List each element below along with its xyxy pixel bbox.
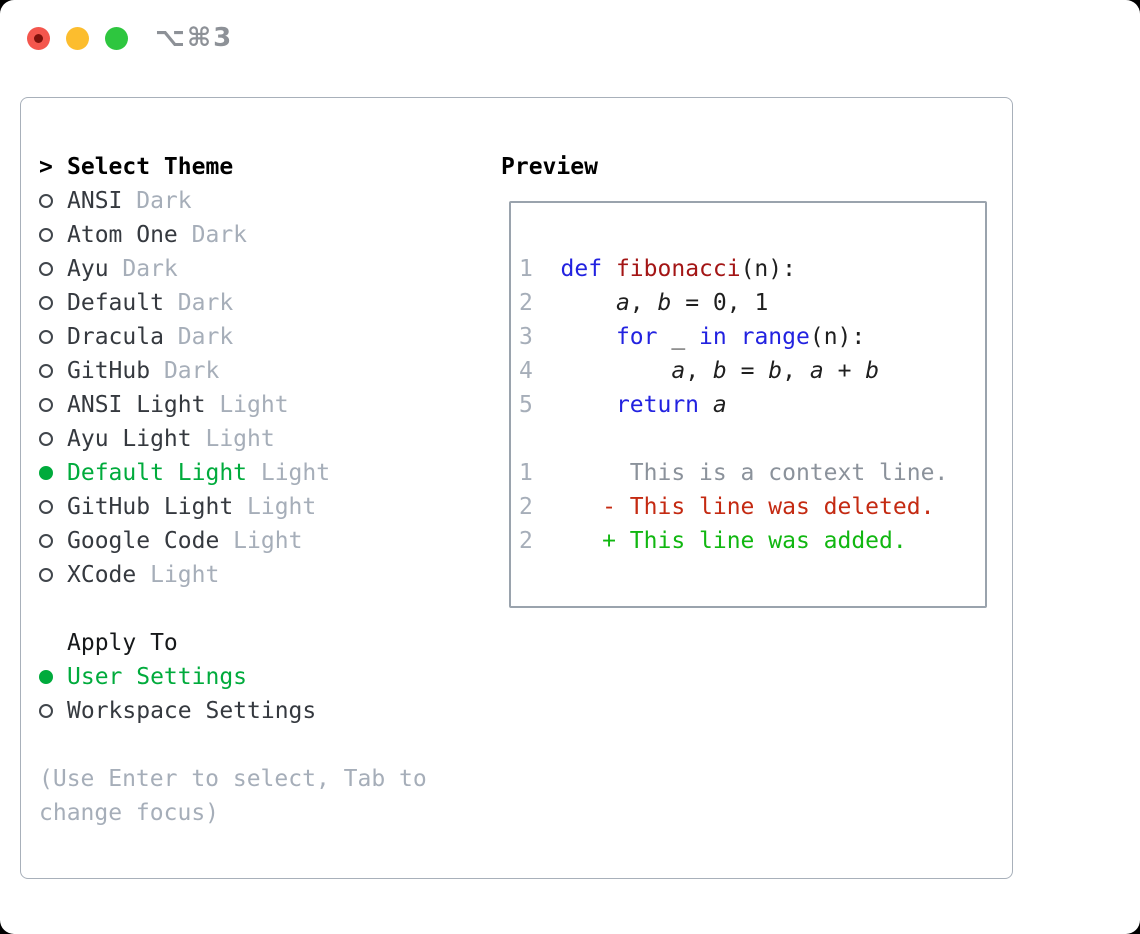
apply-to-header: Apply To: [39, 626, 499, 660]
theme-name-label: ANSI Light: [67, 392, 206, 418]
code-line: 1 def fibonacci(n):: [519, 256, 796, 282]
theme-variant-label: Dark: [108, 256, 178, 282]
theme-name-label: XCode: [67, 562, 137, 588]
select-theme-header: > Select Theme: [39, 150, 499, 184]
line-number: 2: [519, 494, 561, 520]
theme-name-label: Ayu Light: [67, 426, 192, 452]
radio-unselected-icon: [39, 194, 67, 208]
select-theme-title: Select Theme: [67, 154, 234, 180]
code-line: 4 a, b = b, a + b: [519, 358, 880, 384]
radio-unselected-icon: [39, 568, 67, 582]
spacer: [39, 592, 499, 626]
line-number: 5: [519, 392, 561, 418]
theme-name-label: Atom One: [67, 222, 178, 248]
line-number: 2: [519, 290, 561, 316]
radio-unselected-icon: [39, 296, 67, 310]
theme-variant-label: Light: [247, 460, 331, 486]
apply-option-label: User Settings: [67, 664, 248, 690]
code-line: 3 for _ in range(n):: [519, 324, 866, 350]
code-line: 2 a, b = 0, 1: [519, 290, 769, 316]
theme-name-label: Default Light: [67, 460, 248, 486]
line-number: 2: [519, 528, 561, 554]
theme-variant-label: Dark: [122, 188, 192, 214]
diff-deleted-line: 2 - This line was deleted.: [519, 494, 935, 520]
window-shortcut-title: ⌥⌘3: [155, 23, 234, 53]
apply-option-workspace-settings[interactable]: Workspace Settings: [39, 694, 499, 728]
preview-title: Preview: [501, 154, 598, 180]
theme-name-label: Ayu: [67, 256, 109, 282]
diff-added-line: 2 + This line was added.: [519, 528, 907, 554]
theme-option-atom-one[interactable]: Atom One Dark: [39, 218, 499, 252]
line-number: 3: [519, 324, 561, 350]
theme-option-github-light[interactable]: GitHub Light Light: [39, 490, 499, 524]
apply-option-label: Workspace Settings: [67, 698, 317, 724]
titlebar: ⌥⌘3: [27, 23, 231, 53]
preview-pane: 1 def fibonacci(n): 2 a, b = 0, 1 3 for _ …: [509, 201, 987, 608]
radio-unselected-icon: [39, 432, 67, 446]
theme-variant-label: Dark: [163, 290, 234, 316]
blank-line: [519, 422, 985, 456]
diff-context-line: 1 This is a context line.: [519, 460, 949, 486]
hint-text-line-2: change focus): [39, 800, 220, 826]
theme-variant-label: Dark: [150, 358, 220, 384]
radio-unselected-icon: [39, 262, 67, 276]
theme-option-ayu-light[interactable]: Ayu Light Light: [39, 422, 499, 456]
theme-variant-label: Light: [136, 562, 220, 588]
spacer: [39, 728, 499, 762]
theme-name-label: Default: [67, 290, 164, 316]
theme-variant-label: Dark: [163, 324, 234, 350]
line-number: 4: [519, 358, 561, 384]
theme-name-label: GitHub: [67, 358, 151, 384]
radio-unselected-icon: [39, 500, 67, 514]
maximize-button[interactable]: [105, 27, 128, 50]
theme-option-ansi-light[interactable]: ANSI Light Light: [39, 388, 499, 422]
radio-unselected-icon: [39, 398, 67, 412]
radio-unselected-icon: [39, 330, 67, 344]
cursor-prompt-icon: >: [39, 154, 53, 180]
radio-unselected-icon: [39, 534, 67, 548]
theme-option-google-code[interactable]: Google Code Light: [39, 524, 499, 558]
line-number: 1: [519, 256, 561, 282]
theme-name-label: ANSI: [67, 188, 123, 214]
theme-option-xcode[interactable]: XCode Light: [39, 558, 499, 592]
close-dot-icon: [34, 34, 43, 43]
radio-selected-icon: [39, 670, 67, 684]
line-number: 1: [519, 460, 561, 486]
theme-option-default[interactable]: Default Dark: [39, 286, 499, 320]
radio-unselected-icon: [39, 364, 67, 378]
theme-variant-label: Light: [205, 392, 289, 418]
code-line: 5 return a: [519, 392, 727, 418]
theme-variant-label: Light: [191, 426, 275, 452]
theme-variant-label: Light: [219, 528, 303, 554]
theme-name-label: Google Code: [67, 528, 220, 554]
theme-name-label: Dracula: [67, 324, 164, 350]
apply-option-user-settings[interactable]: User Settings: [39, 660, 499, 694]
theme-variant-label: Light: [233, 494, 317, 520]
theme-option-default-light[interactable]: Default Light Light: [39, 456, 499, 490]
hint-text-line-1: (Use Enter to select, Tab to: [39, 766, 427, 792]
close-button[interactable]: [27, 27, 50, 50]
radio-unselected-icon: [39, 228, 67, 242]
theme-name-label: GitHub Light: [67, 494, 234, 520]
theme-variant-label: Dark: [177, 222, 248, 248]
minimize-button[interactable]: [66, 27, 89, 50]
theme-option-ayu[interactable]: Ayu Dark: [39, 252, 499, 286]
radio-unselected-icon: [39, 704, 67, 718]
theme-option-ansi[interactable]: ANSI Dark: [39, 184, 499, 218]
radio-selected-icon: [39, 466, 67, 480]
theme-option-dracula[interactable]: Dracula Dark: [39, 320, 499, 354]
theme-option-github[interactable]: GitHub Dark: [39, 354, 499, 388]
apply-to-title: Apply To: [67, 630, 178, 656]
